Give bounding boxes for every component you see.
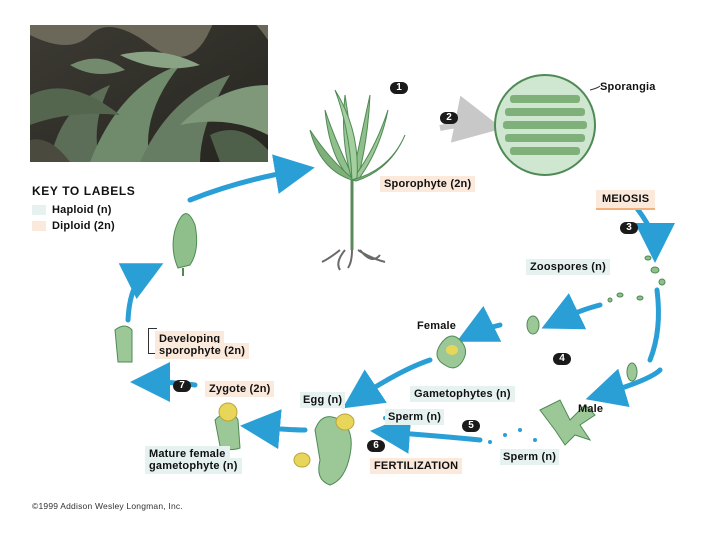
- young-female-gametophyte: [526, 315, 540, 335]
- step-badge-2: 2: [440, 112, 458, 124]
- arrow-zoospores-down: [647, 287, 661, 363]
- sperm-label-left: Sperm (n): [385, 409, 445, 425]
- zoospores-label: Zoospores (n): [526, 259, 610, 275]
- male-gametophyte-illustration: [539, 399, 596, 446]
- male-label: Male: [578, 403, 604, 415]
- zygote-illustration: [214, 402, 241, 451]
- diploid-swatch: [32, 221, 46, 231]
- sporangia-label: Sporangia: [600, 81, 656, 93]
- sporangia-illustration: [494, 74, 601, 176]
- arrow-to-sporangia: [439, 95, 503, 143]
- arrow-zygote-to-developing: [130, 362, 198, 403]
- fertilization-label: FERTILIZATION: [370, 458, 463, 474]
- developing-sporophyte-illustration: [114, 325, 133, 363]
- arrow-to-male: [585, 367, 663, 407]
- mature-female-label-line2: gametophyte (n): [145, 458, 242, 474]
- sperm-label-right: Sperm (n): [500, 449, 560, 465]
- mature-gametophyte-illustration: [293, 413, 355, 486]
- young-male-gametophyte: [626, 362, 638, 382]
- step-badge-4: 4: [553, 353, 571, 365]
- sporophyte-illustration: [309, 89, 406, 271]
- haploid-swatch: [32, 205, 46, 215]
- arrow-gametophyte-to-zygote: [342, 357, 433, 409]
- arrow-sperm-to-egg: [370, 413, 483, 454]
- female-label: Female: [417, 320, 457, 332]
- kelp-photo: [30, 25, 268, 162]
- young-sporophyte-illustration: [172, 213, 198, 276]
- egg-label: Egg (n): [300, 392, 346, 408]
- arrow-to-female-gametophyte: [456, 305, 503, 342]
- step-badge-6: 6: [367, 440, 385, 452]
- arrow-to-sporophyte: [187, 154, 315, 203]
- haploid-key-label: Haploid (n): [52, 204, 112, 216]
- diploid-key-label: Diploid (2n): [52, 220, 115, 232]
- step-badge-5: 5: [462, 420, 480, 432]
- zoospores-illustration: [607, 255, 666, 303]
- step-badge-7: 7: [173, 380, 191, 392]
- key-title: KEY TO LABELS: [32, 184, 136, 198]
- developing-bracket: [148, 328, 157, 354]
- arrow-fertilization-to-zygote: [240, 409, 308, 450]
- step-badge-1: 1: [390, 82, 408, 94]
- arrow-to-female: [541, 293, 603, 330]
- developing-label-line2: sporophyte (2n): [155, 343, 250, 359]
- arrow-developing-up: [118, 263, 164, 323]
- step-badge-3: 3: [620, 222, 638, 234]
- gametophytes-label: Gametophytes (n): [410, 386, 515, 402]
- sporophyte-label: Sporophyte (2n): [380, 176, 476, 192]
- female-gametophyte-illustration: [436, 335, 466, 369]
- copyright-text: ©1999 Addison Wesley Longman, Inc.: [32, 501, 183, 511]
- zygote-label: Zygote (2n): [205, 381, 275, 397]
- sperm-illustration: [383, 416, 537, 444]
- cycle-arrows: [118, 154, 675, 454]
- meiosis-label: MEIOSIS: [596, 190, 656, 210]
